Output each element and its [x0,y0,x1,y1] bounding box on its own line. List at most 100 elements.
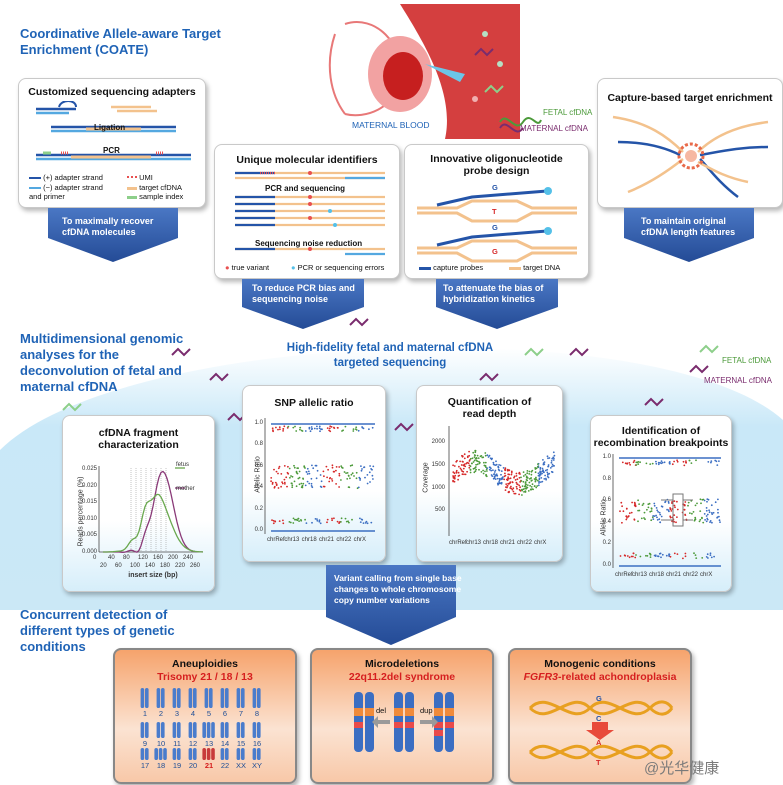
aneuploidies-subtitle: Trisomy 21 / 18 / 13 [157,671,253,683]
card-recomb-ytick: 0.2 [602,540,611,547]
pcr-label: PCR [103,146,120,155]
fragment-ytick: 0.020 [81,482,97,489]
fetal-cfdna-label-right: FETAL cfDNA [722,356,772,365]
karyotype-label: 2 [158,709,164,718]
card-snp-xtick: chr22 [336,537,352,543]
karyotype-label: XX [235,761,246,770]
karyotype-label: 8 [254,709,260,718]
fragment-ytick: 0.005 [81,532,97,538]
karyotype-label: 9 [142,739,148,748]
microdeletions-subtitle: 22q11.2del syndrome [348,671,456,683]
arrow-capture [624,208,754,262]
ligation-label: Ligation [94,123,126,132]
karyotype-chromosomes [140,688,261,760]
card-recomb-xtick: chr21 [666,572,682,578]
card-recomb-ytick: 0.4 [602,518,611,525]
fragment-xtick: 120 [138,555,149,561]
karyotype-label: 3 [174,709,180,718]
fragment-ytick: 0.000 [81,548,97,555]
card-snp-xtick: chr18 [301,537,317,543]
karyotype-label: 21 [204,761,214,770]
depth-ytick: 1500 [431,461,445,468]
karyotype-label: 1 [142,709,148,718]
arrow-umi [242,279,364,329]
karyotype-label: 22 [220,761,230,770]
card-recomb-ytick: 0.6 [602,497,611,504]
capture-bead-diagram [612,115,769,198]
card-snp-ytick: 0.0 [254,527,263,533]
fragment-xtick: 80 [123,555,130,561]
card-recomb-ytick: 0.0 [602,562,611,568]
depth-xtick: chrRef [449,540,467,546]
karyotype-label: 14 [220,739,230,748]
karyotype-label: 5 [206,709,212,718]
arrow-adapters [48,208,178,262]
monogenic-t: T [596,758,601,767]
monogenic-title: Monogenic conditions [544,658,656,670]
depth-xtick: chr22 [517,540,533,546]
monogenic-dna-diagram [528,700,674,760]
probe-g3: G [492,247,498,256]
karyotype-label: 18 [156,761,166,770]
umi-reads-diagram [235,171,385,256]
card-recomb-ytick: 1.0 [602,454,611,460]
legend-plus-strand: (+) adapter strand [29,173,103,182]
maternal-cfdna-label-right: MATERNAL cfDNA [704,376,773,385]
card-snp-xtick: chrX [353,537,366,543]
legend-minus-strand: (−) adapter strand [29,183,103,192]
microdeletion-chromosomes [354,692,454,752]
depth-chart [448,426,556,536]
microdeletion-dup-label: dup [420,706,433,715]
card-recomb-xtick: chrRef [615,572,633,578]
card-recomb-ytick: 0.8 [602,475,611,482]
legend-target-cfdna: target cfDNA [127,183,182,192]
depth-xtick: chr18 [483,540,499,546]
fragment-ytick: 0.010 [81,515,97,522]
fragment-chart [98,466,204,553]
dna-helix-icon [499,117,542,133]
card-capture: Capture-based target enrichment [597,78,783,208]
watermark: @光华健康 [644,760,720,777]
depth-xtick: chr21 [500,540,516,546]
card-monogenic: Monogenic conditions FGFR3-related achon… [508,648,692,784]
card-recomb-xtick: chr22 [683,572,699,578]
karyotype-label: 10 [156,739,166,748]
card-snp-xtick: chr21 [319,537,335,543]
karyotype-label: 12 [188,739,198,748]
aneuploidies-title: Aneuploidies [172,658,238,670]
karyotype-label: 17 [140,761,150,770]
fragment-xtick: 140 [145,563,156,569]
card-snp-ytick: 1.0 [254,420,263,426]
adapter-ligation-diagram [36,101,191,161]
noise-reduction-label: Sequencing noise reduction [255,239,363,248]
fragment-xtick: 100 [130,563,141,569]
card-recomb-xtick: chr13 [632,572,648,578]
fragment-xtick: 0 [93,555,97,561]
fragment-xtick: 200 [168,555,179,561]
karyotype-label: 19 [172,761,182,770]
legend-minus-strand-2: and primer [29,192,65,201]
probe-g1: G [492,183,498,192]
legend-errors: ● PCR or sequencing errors [291,263,385,272]
card-snp-ytick: 0.6 [254,462,263,469]
snp-chart [264,418,375,534]
maternal-blood-label: MATERNAL BLOOD [352,120,430,130]
legend-capture-probes: capture probes [419,263,483,272]
card-umi-title: Unique molecular identifiers [236,154,378,166]
card-snp-title: SNP allelic ratio [274,397,354,409]
monogenic-g: G [596,694,602,703]
card-umi: Unique molecular identifiers PCR and seq… [214,144,400,279]
